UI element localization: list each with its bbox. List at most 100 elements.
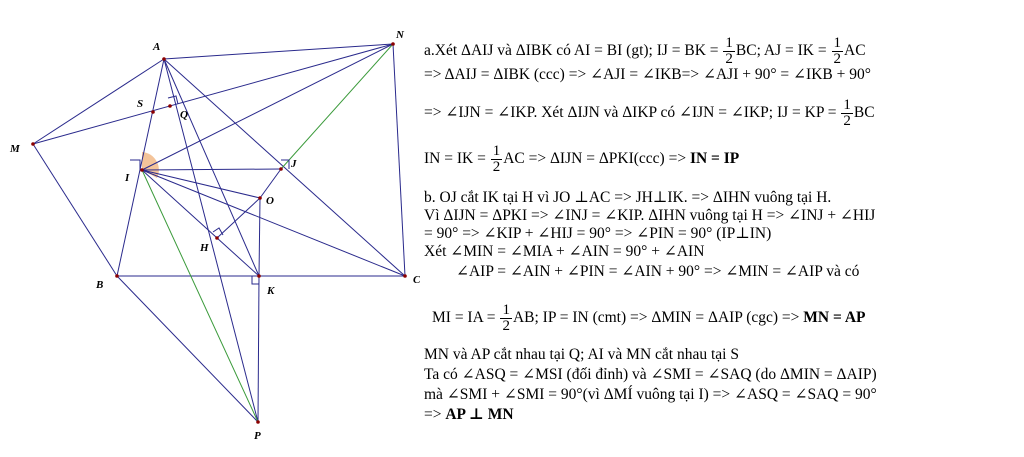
segment-BP xyxy=(116,275,259,423)
frac-num: 1 xyxy=(831,35,843,52)
label-P: P xyxy=(254,430,261,442)
label-C: C xyxy=(413,274,420,286)
point-I xyxy=(140,168,144,172)
label-B: B xyxy=(95,279,103,291)
right-angle-mark-sq-K xyxy=(251,276,259,285)
label-S: S xyxy=(137,98,143,110)
point-A xyxy=(162,57,166,61)
line-b10: => AP ⊥ MN xyxy=(424,406,514,424)
frac-num: 1 xyxy=(841,97,853,114)
b10-conclusion: AP ⊥ MN xyxy=(445,406,514,423)
segment-AM xyxy=(32,58,165,145)
figure-points xyxy=(31,42,407,424)
line-b5: ∠AIP = ∠AIN + ∠PIN = ∠AIN + 90° => ∠MIN … xyxy=(456,263,860,280)
frac-num: 1 xyxy=(490,143,503,160)
segment-KP xyxy=(257,275,260,423)
point-K xyxy=(257,274,261,278)
a3-pre: => ∠IJN = ∠IKP. Xét ΔIJN và ΔIKP có ∠IJN… xyxy=(424,104,841,122)
line-a1: a.Xét ΔAIJ và ΔIBK có AI = BI (gt); IJ =… xyxy=(424,36,866,67)
point-P xyxy=(256,420,260,424)
frac-num: 1 xyxy=(723,35,735,52)
line-a2: => ΔAIJ = ΔIBK (ccc) => ∠AJI = ∠IKB=> ∠A… xyxy=(424,66,871,83)
frac-num: 1 xyxy=(500,302,512,319)
label-I: I xyxy=(124,172,130,184)
right-angle-mark-sq-J xyxy=(281,159,290,169)
frac-den: 2 xyxy=(843,113,851,129)
segment-IP xyxy=(141,169,259,423)
a1-pre: a.Xét ΔAIJ và ΔIBK có AI = BI (gt); IJ =… xyxy=(424,42,723,60)
b10-pre: => xyxy=(424,406,446,423)
segment-AK xyxy=(163,58,260,277)
frac-den: 2 xyxy=(502,318,510,334)
segment-MB xyxy=(32,143,118,277)
segment-IN xyxy=(141,43,394,171)
line-b9: mà ∠SMI + ∠SMI = 90°(vì ΔMÍ vuông tại I)… xyxy=(424,386,877,403)
b6-conclusion: MN = AP xyxy=(803,309,866,327)
label-O: O xyxy=(266,195,274,207)
segment-IK xyxy=(141,169,260,277)
label-N: N xyxy=(395,29,405,41)
solution-text: a.Xét ΔAIJ và ΔIBK có AI = BI (gt); IJ =… xyxy=(424,0,1020,452)
b6-pre: MI = IA = xyxy=(432,309,500,327)
figure-right-angle-marks xyxy=(130,95,290,285)
point-N xyxy=(391,42,395,46)
geometry-figure: A N M S Q I J O H B K C P xyxy=(0,0,421,452)
line-b3: = 90° => ∠KIP + ∠HIJ = 90° => ∠PIN = 90°… xyxy=(424,225,772,242)
a4-pre: IN = IK = xyxy=(424,150,490,168)
right-angle-mark-sq-I xyxy=(130,159,141,170)
angle-marker-I xyxy=(142,152,159,178)
line-b4: Xét ∠MIN = ∠MIA + ∠AIN = 90° + ∠AIN xyxy=(424,243,705,260)
segment-JN xyxy=(280,43,394,170)
segment-AN xyxy=(163,43,394,60)
point-O xyxy=(258,196,262,200)
point-S xyxy=(151,110,155,114)
frac-den: 2 xyxy=(725,51,733,67)
geometry-diagram: A N M S Q I J O H B K C P xyxy=(9,29,421,442)
label-J: J xyxy=(290,158,297,170)
label-H: H xyxy=(199,242,209,254)
line-b2: Vì ΔIJN = ΔPKI => ∠INJ = ∠KIP. ΔIHN vuôn… xyxy=(424,207,876,224)
point-H xyxy=(215,236,219,240)
frac-den: 2 xyxy=(833,51,842,67)
point-J xyxy=(279,167,283,171)
segment-OK xyxy=(258,197,261,277)
a1-mid: BC; AJ = IK = xyxy=(735,42,831,60)
frac-den: 2 xyxy=(492,159,501,175)
segment-IO xyxy=(141,169,261,199)
a1-post: AC xyxy=(844,42,866,60)
segment-AC xyxy=(163,58,406,277)
point-M xyxy=(31,142,35,146)
figure-labels: A N M S Q I J O H B K C P xyxy=(9,29,421,442)
segment-OH xyxy=(216,197,261,239)
line-b7: MN và AP cắt nhau tại Q; AI và MN cắt nh… xyxy=(424,346,739,363)
label-Q: Q xyxy=(180,109,188,121)
line-b1: b. OJ cắt IK tại H vì JO ⊥AC => JH⊥IK. =… xyxy=(424,189,832,206)
segment-AP xyxy=(163,58,259,423)
segment-IC xyxy=(141,169,406,277)
label-K: K xyxy=(266,285,275,297)
segment-IJ xyxy=(141,168,282,171)
line-a3: => ∠IJN = ∠IKP. Xét ΔIJN và ΔIKP có ∠IJN… xyxy=(424,98,875,129)
point-B xyxy=(115,274,119,278)
segment-JO xyxy=(259,168,282,199)
right-angle-mark-sq-H xyxy=(212,227,224,236)
label-A: A xyxy=(152,41,160,53)
point-C xyxy=(403,274,407,278)
right-angle-mark-sq-Q xyxy=(167,95,179,105)
a4-conclusion: IN = IP xyxy=(689,150,740,168)
point-Q xyxy=(168,104,172,108)
label-M: M xyxy=(9,143,21,155)
line-b8: Ta có ∠ASQ = ∠MSI (đối đỉnh) và ∠SMI = ∠… xyxy=(424,366,877,383)
b6-mid: AB; IP = IN (cmt) => ΔMIN = ΔAIP (cgc) =… xyxy=(512,309,804,327)
segment-MN xyxy=(32,43,394,145)
figure-lines xyxy=(32,43,406,423)
segment-NC xyxy=(392,43,406,277)
a4-mid: AC => ΔIJN = ΔPKI(ccc) => xyxy=(503,150,690,168)
